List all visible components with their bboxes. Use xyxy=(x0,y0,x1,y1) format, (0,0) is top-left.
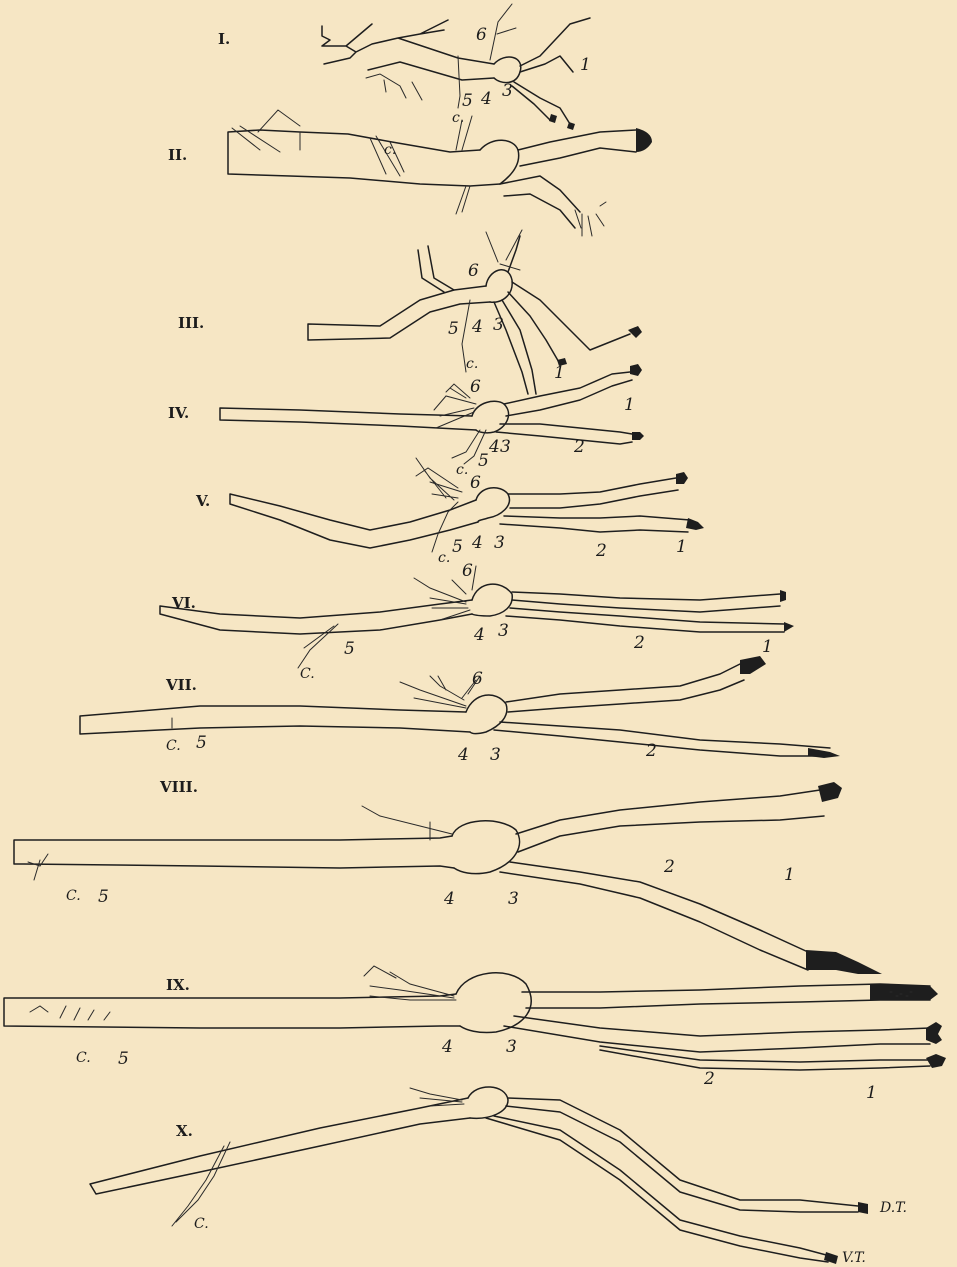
fig5-mark-5: 5 xyxy=(452,537,463,557)
fig9-mark-3: 3 xyxy=(506,1037,517,1057)
figure-3: III. 6 5 4 3 1 c. xyxy=(178,230,642,394)
fig6-mark-3: 3 xyxy=(498,621,509,641)
fig6-mark-5: 5 xyxy=(344,639,355,659)
fig4-mark-c: c. xyxy=(456,462,468,478)
fig7-mark-c: C. xyxy=(166,738,181,754)
figure-5: V. 6 5 4 3 2 1 c. xyxy=(195,458,704,566)
fig7-mark-2: 2 xyxy=(645,741,657,761)
fig10-mark-c: C. xyxy=(194,1216,209,1232)
fig3-mark-c: c. xyxy=(466,356,478,372)
fig7-mark-6: 6 xyxy=(472,669,483,689)
fig1-mark-3: 3 xyxy=(502,81,513,101)
fig3-mark-4: 4 xyxy=(471,317,483,337)
fig1-mark-5: 5 xyxy=(462,91,473,111)
figure-7-label: VII. xyxy=(165,676,197,694)
fig7-mark-3: 3 xyxy=(490,745,501,765)
fig5-mark-3: 3 xyxy=(494,533,505,553)
fig8-mark-2: 2 xyxy=(663,857,675,877)
figure-3-label: III. xyxy=(178,314,204,332)
figure-6: VI. 6 5 4 3 2 1 C. xyxy=(160,561,794,682)
fig5-mark-1: 1 xyxy=(676,537,687,557)
figure-9-label: IX. xyxy=(166,976,190,994)
fig1-mark-6: 6 xyxy=(476,25,487,45)
figure-4: IV. 6 5 4 3 2 1 c. xyxy=(168,364,644,478)
fig10-mark-dt: D.T. xyxy=(879,1200,907,1216)
fig9-mark-1: 1 xyxy=(866,1083,877,1103)
figure-10: X. C. D.T. V.T. xyxy=(90,1087,907,1266)
fig4-mark-2: 2 xyxy=(573,437,585,457)
fig7-mark-5: 5 xyxy=(196,733,207,753)
fig8-mark-4: 4 xyxy=(443,889,455,909)
fig4-mark-5: 5 xyxy=(478,451,489,471)
fig4-mark-4: 4 xyxy=(488,437,500,457)
fig10-mark-vt: V.T. xyxy=(842,1250,866,1266)
figure-4-label: IV. xyxy=(168,404,189,422)
fig8-mark-3: 3 xyxy=(508,889,519,909)
fig6-mark-2: 2 xyxy=(633,633,645,653)
fig3-mark-6: 6 xyxy=(468,261,479,281)
fig9-mark-2: 2 xyxy=(703,1069,715,1089)
figure-10-label: X. xyxy=(176,1122,193,1140)
fig3-mark-5: 5 xyxy=(448,319,459,339)
figure-9: IX. 5 4 3 2 1 C. xyxy=(4,966,946,1103)
figure-7: VII. 6 5 4 3 2 C. xyxy=(80,656,840,765)
fig8-mark-5: 5 xyxy=(98,887,109,907)
fig1-mark-1: 1 xyxy=(580,55,591,75)
fig5-mark-4: 4 xyxy=(471,533,483,553)
fig5-mark-6: 6 xyxy=(470,473,481,493)
figure-1: I. 6 5 4 3 1 c. xyxy=(218,4,591,130)
fig4-mark-6: 6 xyxy=(470,377,481,397)
figure-1-label: I. xyxy=(218,30,230,48)
fig6-mark-4: 4 xyxy=(473,625,485,645)
fig2-mark-c: c. xyxy=(384,142,396,158)
fig6-mark-6: 6 xyxy=(462,561,473,581)
fig9-mark-5: 5 xyxy=(118,1049,129,1069)
fig3-mark-1: 1 xyxy=(554,363,565,383)
figure-8: VIII. 5 4 3 2 1 C. xyxy=(14,778,882,974)
fig7-mark-4: 4 xyxy=(457,745,469,765)
fig6-mark-c: C. xyxy=(300,666,315,682)
fig4-mark-1: 1 xyxy=(624,395,635,415)
figure-8-label: VIII. xyxy=(159,778,198,796)
fig1-mark-c: c. xyxy=(452,110,464,126)
fig4-mark-3: 3 xyxy=(500,437,511,457)
figure-2-label: II. xyxy=(168,146,187,164)
fig6-mark-1: 1 xyxy=(762,637,773,657)
fig9-mark-4: 4 xyxy=(441,1037,453,1057)
fig9-mark-c: C. xyxy=(76,1050,91,1066)
fig5-mark-c: c. xyxy=(438,550,450,566)
fig3-mark-3: 3 xyxy=(493,315,504,335)
fig8-mark-1: 1 xyxy=(784,865,795,885)
fig1-mark-4: 4 xyxy=(480,89,492,109)
figure-5-label: V. xyxy=(195,492,210,510)
fig5-mark-2: 2 xyxy=(595,541,607,561)
figure-2: II. c. xyxy=(168,110,652,236)
fig8-mark-c: C. xyxy=(66,888,81,904)
